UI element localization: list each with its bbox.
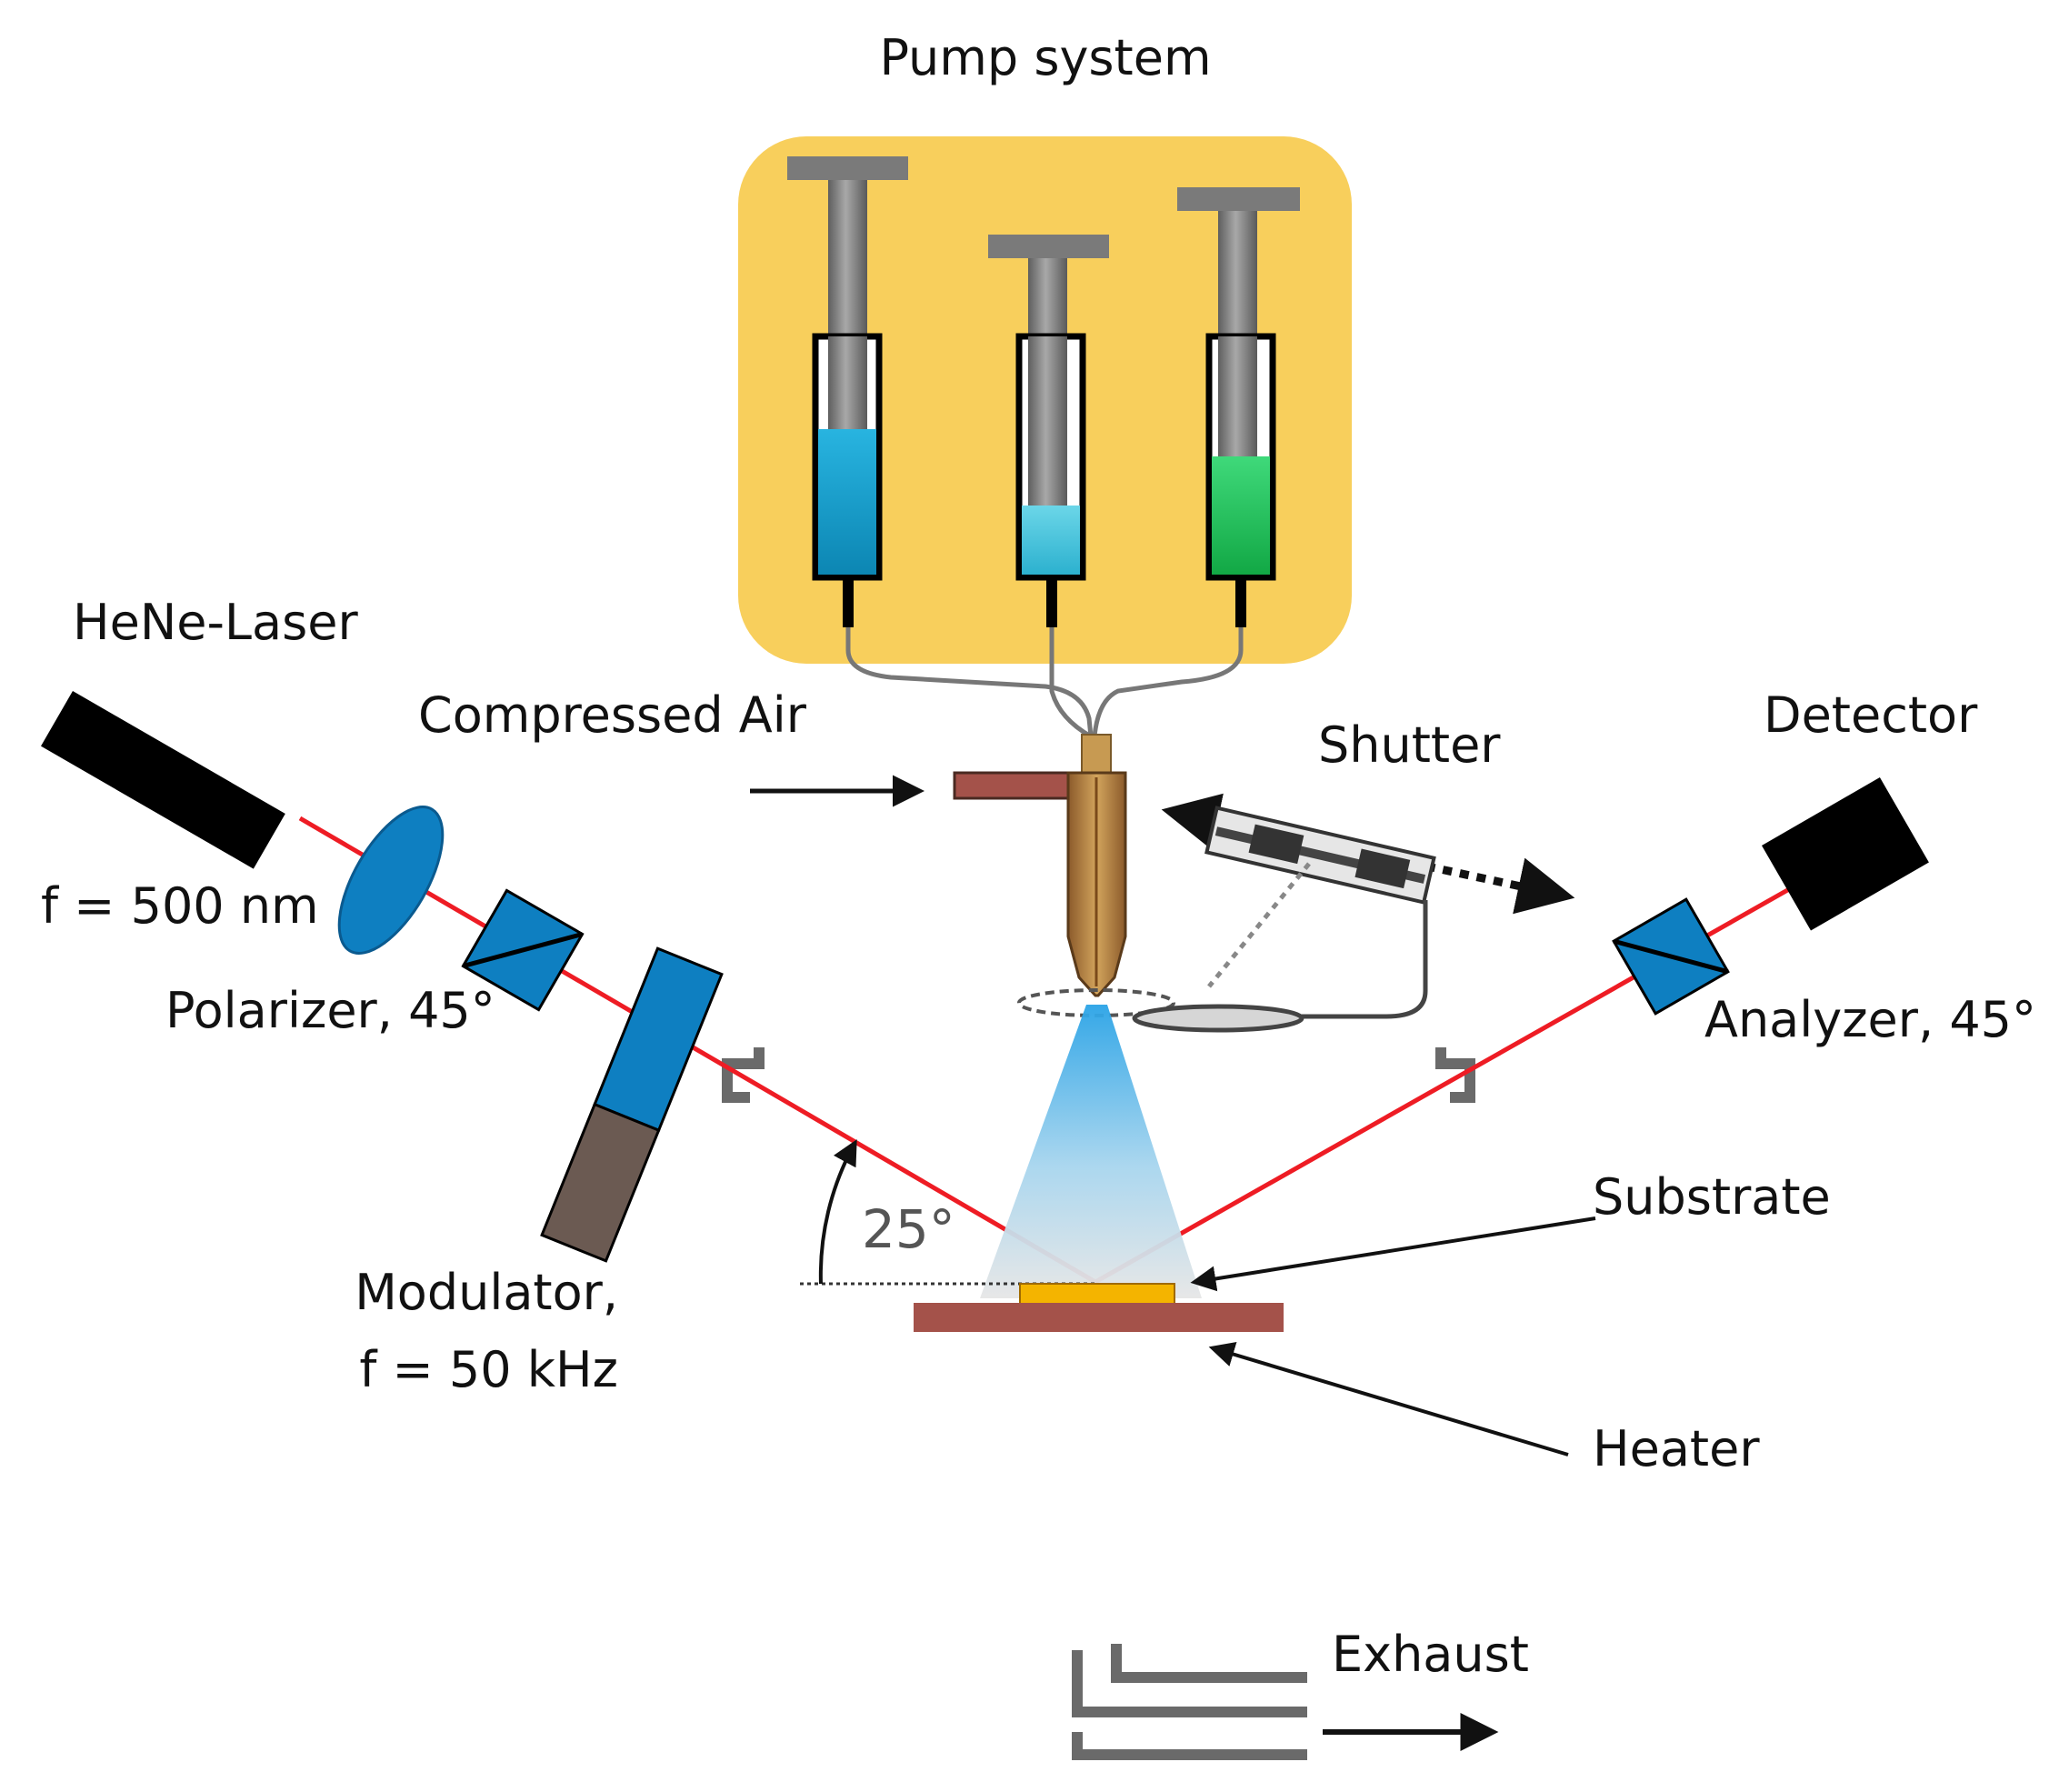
vacuum-chamber [722, 1047, 1475, 1760]
lens-icon [337, 806, 445, 955]
syringe-icon [787, 156, 908, 180]
lens-label: f = 500 nm [41, 877, 319, 935]
substrate [1019, 1283, 1175, 1305]
substrate-label: Substrate [1593, 1168, 1831, 1226]
syringe-fluid-3 [1212, 456, 1270, 575]
incidence-angle: 25° [800, 1139, 1095, 1286]
pump-system-label: Pump system [879, 29, 1211, 86]
analyzer: Analyzer, 45° [1612, 897, 2036, 1048]
shutter: Shutter [1132, 716, 1575, 1033]
shutter-motion-arrow [1161, 793, 1575, 915]
laser-icon [41, 691, 285, 869]
exhaust-label: Exhaust [1332, 1626, 1529, 1683]
shutter-arm [1298, 900, 1428, 1019]
substrate-pointer [1190, 1216, 1596, 1292]
analyzer-label: Analyzer, 45° [1704, 991, 2036, 1048]
syringe-fluid-2 [1022, 506, 1080, 575]
modulator-icon [593, 946, 724, 1133]
spray-nozzle [980, 734, 1202, 1298]
shutter-blade [1132, 1004, 1304, 1033]
modulator-label-line1: Modulator, [355, 1264, 618, 1321]
pump-system: Pump system [738, 29, 1352, 739]
modulator-label-line2: f = 50 kHz [359, 1341, 618, 1398]
heater [914, 1303, 1284, 1332]
feed-tubes [845, 627, 1244, 739]
exhaust-pipe [1072, 1644, 1307, 1760]
syringe-3 [1177, 187, 1300, 627]
detector-icon [1762, 777, 1929, 931]
syringe-fluid-1 [818, 429, 876, 575]
syringe-icon [1177, 187, 1300, 211]
polarizer: Polarizer, 45° [165, 888, 585, 1039]
modulator: Modulator, f = 50 kHz [355, 946, 724, 1398]
compressed-air: Compressed Air [418, 686, 1118, 807]
syringe-icon [988, 235, 1109, 258]
heater-label: Heater [1593, 1420, 1760, 1477]
polarizer-label: Polarizer, 45° [165, 982, 495, 1039]
heater-pointer [1208, 1342, 1569, 1457]
right-window-port [1435, 1047, 1475, 1103]
modulator-body [540, 1102, 661, 1263]
syringe-2 [988, 235, 1109, 627]
shutter-arm-dotted [1207, 862, 1311, 988]
focusing-lens: f = 500 nm [41, 806, 445, 955]
angle-label: 25° [862, 1198, 955, 1260]
shutter-label: Shutter [1318, 716, 1501, 774]
sample-stage: Substrate Heater [914, 1168, 1831, 1477]
angle-arc [818, 1139, 857, 1285]
detector-label: Detector [1764, 686, 1978, 744]
laser-label: HeNe-Laser [73, 594, 358, 651]
hene-laser: HeNe-Laser [41, 594, 358, 869]
compressed-air-label: Compressed Air [418, 686, 807, 744]
syringe-1 [787, 156, 908, 627]
detector: Detector [1762, 686, 1978, 931]
incident-beam [298, 816, 1097, 1285]
exhaust: Exhaust [1323, 1626, 1529, 1751]
left-window-port [722, 1047, 765, 1103]
spray-cone [980, 1005, 1202, 1298]
